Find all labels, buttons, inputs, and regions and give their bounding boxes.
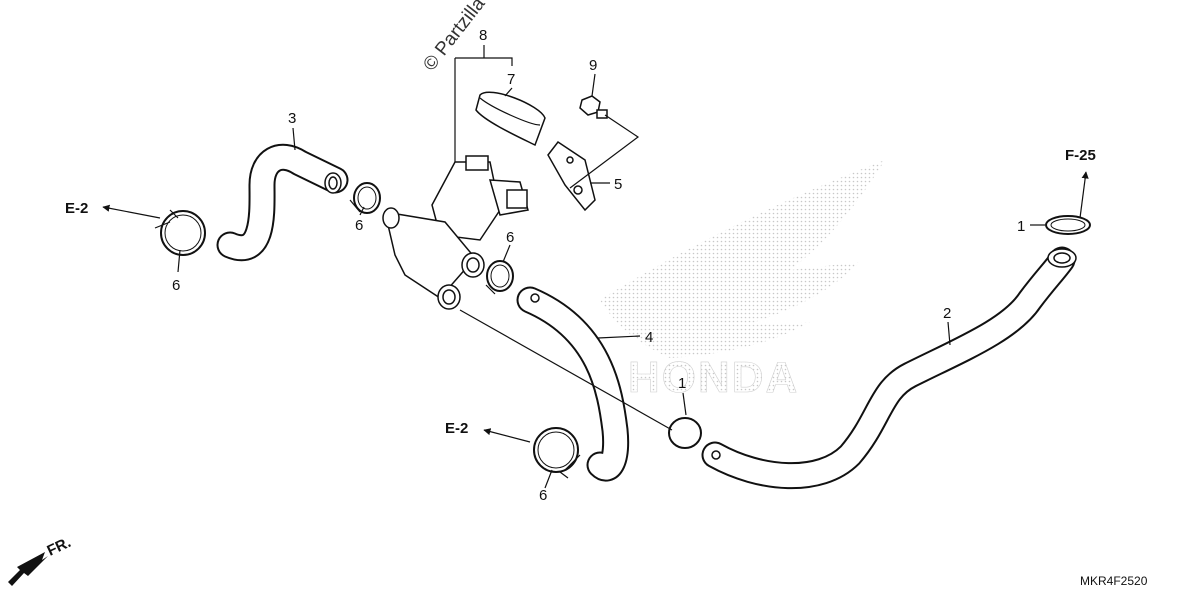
hose-4 [516, 286, 630, 482]
callout-8: 8 [479, 27, 487, 44]
ref-arrow-f25 [1079, 171, 1089, 219]
callout-5: 5 [614, 176, 622, 193]
air-injection-valve [382, 155, 529, 310]
bracket [547, 140, 596, 212]
ref-label-f25: F-25 [1065, 147, 1096, 164]
callout-4: 4 [645, 329, 653, 346]
logo-text: HONDA [628, 353, 799, 402]
front-direction-marker: FR. [8, 534, 74, 586]
ref-label-e2-top: E-2 [65, 200, 88, 217]
clamp-6-left [154, 209, 206, 256]
ref-label-e2-bottom: E-2 [445, 420, 468, 437]
callout-6-center: 6 [355, 217, 363, 234]
hose-3 [216, 143, 349, 262]
callout-1-bottom: 1 [678, 375, 686, 392]
honda-wing-logo: HONDA [600, 160, 885, 402]
callout-9: 9 [589, 57, 597, 74]
ref-arrow-e2-top [102, 204, 161, 219]
callout-3: 3 [288, 110, 296, 127]
clamp-6-bottom [533, 427, 581, 479]
callout-7: 7 [507, 71, 515, 88]
callout-2: 2 [943, 305, 951, 322]
diagram-code: MKR4F2520 [1080, 574, 1148, 588]
front-marker-label: FR. [45, 534, 74, 560]
leader-lines [177, 45, 1045, 489]
ring-1-bottom [668, 417, 702, 449]
callout-6-bottom: 6 [539, 487, 547, 504]
clamp-6-right [485, 260, 514, 295]
bolt [579, 95, 608, 119]
callout-1-right: 1 [1017, 218, 1025, 235]
filter-element [475, 91, 546, 147]
ref-arrow-e2-bottom [483, 428, 531, 443]
hose-2 [701, 246, 1077, 490]
ring-1-right [1045, 215, 1091, 235]
callout-6-left: 6 [172, 277, 180, 294]
callout-6-right: 6 [506, 229, 514, 246]
clamp-6-center [349, 182, 381, 214]
